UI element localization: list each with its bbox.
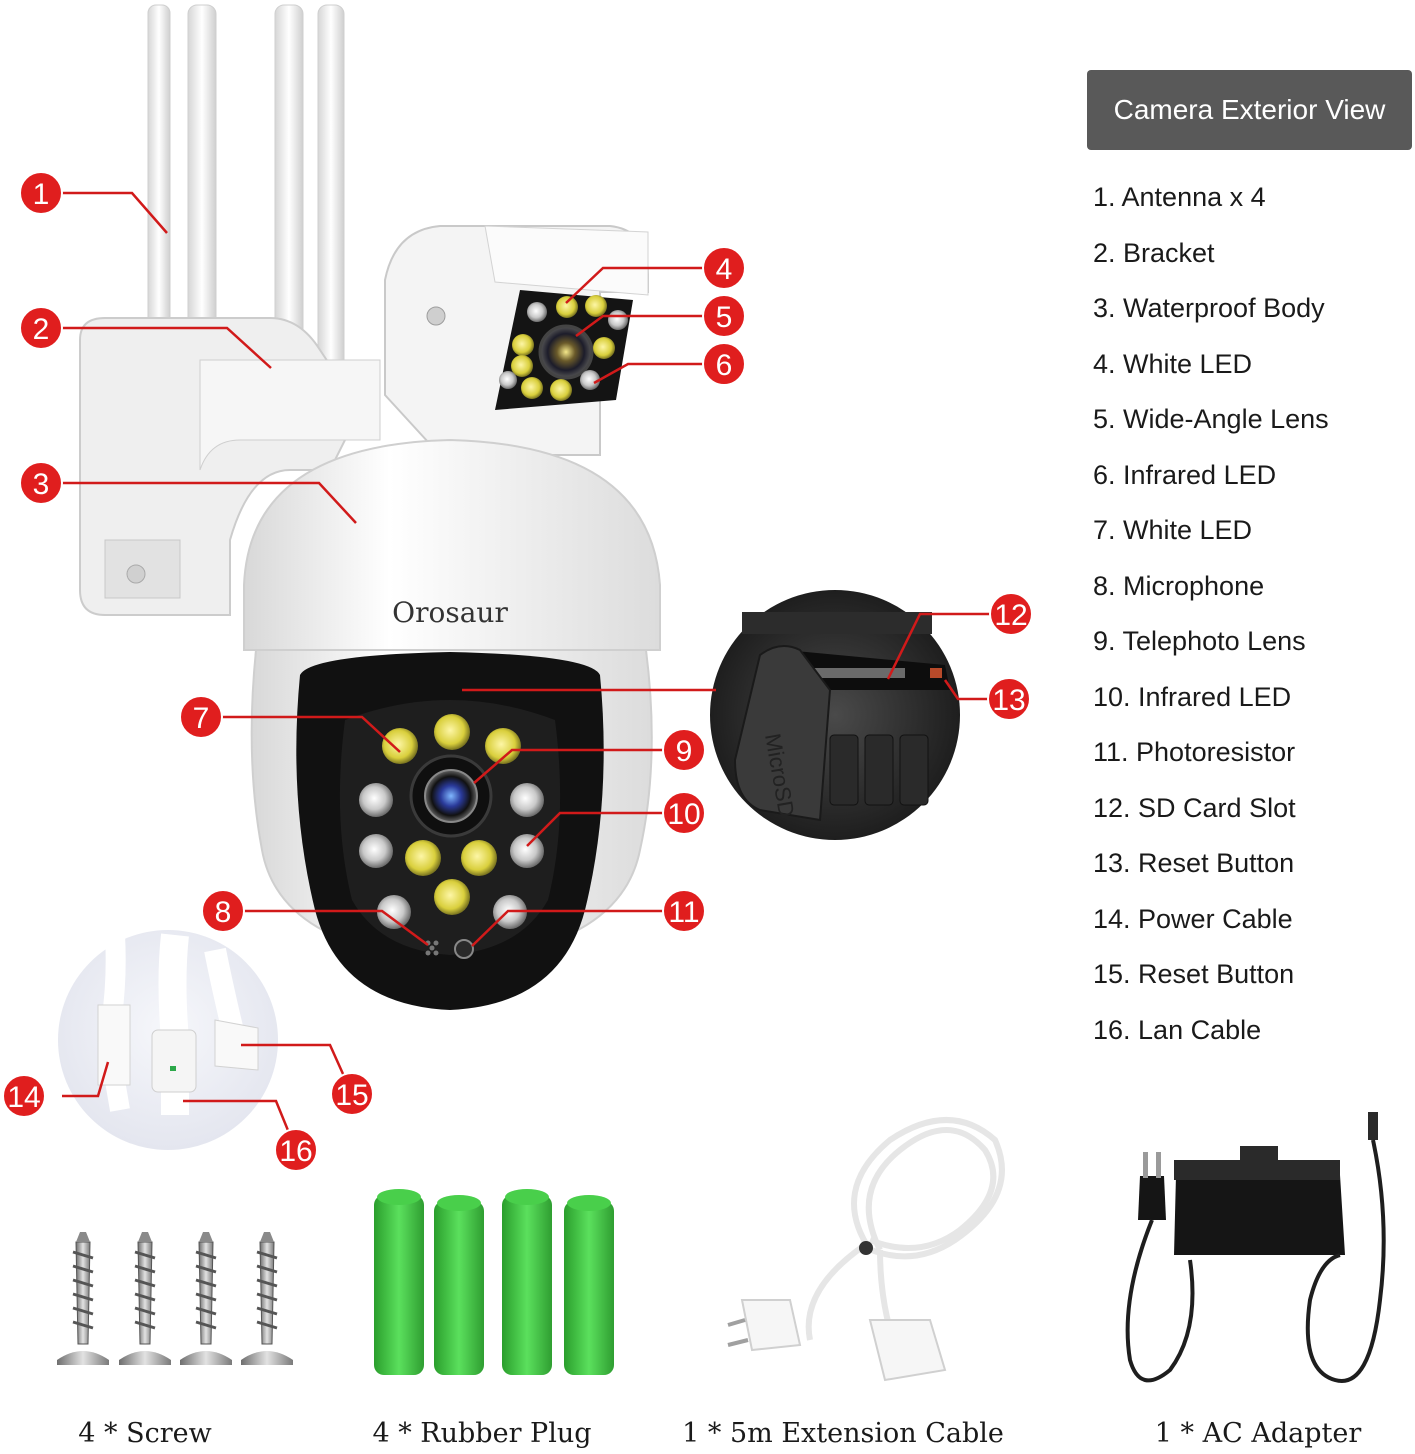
callout-6: 6: [702, 342, 746, 386]
rubber-plug-icon: [374, 1189, 424, 1375]
list-item: 12. SD Card Slot: [1093, 792, 1296, 823]
callout-15: 15: [330, 1072, 374, 1116]
screws: [57, 1232, 293, 1365]
callout-11: 11: [662, 889, 706, 933]
list-item: 15. Reset Button: [1093, 959, 1295, 989]
wide-angle-lens-icon: [538, 324, 594, 380]
rubber-plug-icon: [564, 1195, 614, 1375]
list-item: 11. Photoresistor: [1093, 737, 1296, 767]
screw-icon: [119, 1232, 171, 1365]
svg-text:5: 5: [716, 301, 733, 334]
callout-10: 10: [662, 791, 706, 835]
callout-16: 16: [274, 1128, 318, 1172]
upper-camera-module: [384, 225, 649, 456]
list-item: 2. Bracket: [1093, 237, 1215, 268]
callout-14: 14: [2, 1074, 46, 1118]
callout-7: 7: [179, 695, 223, 739]
microphone-icon: [425, 940, 439, 956]
header-title: Camera Exterior View: [1087, 70, 1412, 150]
svg-text:3: 3: [33, 468, 50, 501]
dome-body: Orosaur: [243, 438, 661, 1010]
callout-13: 13: [987, 677, 1031, 721]
list-item: 4. White LED: [1093, 348, 1253, 379]
list-item: 1. Antenna x 4: [1093, 182, 1266, 212]
parts-list: 1. Antenna x 4 2. Bracket 3. Waterproof …: [1093, 180, 1329, 1068]
svg-text:13: 13: [992, 684, 1025, 717]
svg-text:1: 1: [33, 178, 50, 211]
accessory-label-screw: 4 * Screw: [78, 1418, 212, 1449]
screw-icon: [57, 1232, 109, 1365]
rubber-plug-icon: [434, 1195, 484, 1375]
accessory-label-extension-cable: 1 * 5m Extension Cable: [682, 1418, 1004, 1449]
callout-4: 4: [702, 246, 746, 290]
svg-text:2: 2: [33, 313, 50, 346]
sd-card-detail: MicroSD: [710, 590, 960, 840]
callout-5: 5: [702, 294, 746, 338]
svg-text:6: 6: [716, 349, 733, 382]
callout-2: 2: [19, 306, 63, 350]
list-item: 8. Microphone: [1093, 570, 1265, 601]
callout-8: 8: [201, 889, 245, 933]
svg-text:10: 10: [667, 798, 700, 831]
svg-text:15: 15: [335, 1079, 368, 1112]
screw-icon: [180, 1232, 232, 1365]
svg-text:14: 14: [7, 1081, 40, 1114]
svg-text:4: 4: [716, 253, 733, 286]
list-item: 6. Infrared LED: [1093, 459, 1277, 490]
callout-3: 3: [19, 461, 63, 505]
list-item: 5. Wide-Angle Lens: [1093, 404, 1329, 434]
svg-text:9: 9: [676, 735, 693, 768]
screw-icon: [241, 1232, 293, 1365]
brand-name: Orosaur: [392, 596, 508, 629]
photoresistor-icon: [454, 939, 474, 959]
svg-text:8: 8: [215, 896, 232, 929]
callout-badges: 1 2 3 4 5 6 7 8: [2, 171, 1033, 1172]
accessory-label-rubber-plug: 4 * Rubber Plug: [372, 1418, 592, 1449]
rubber-plug-icon: [502, 1189, 552, 1375]
cable-detail: [58, 930, 278, 1150]
svg-text:16: 16: [279, 1135, 312, 1168]
accessory-label-ac-adapter: 1 * AC Adapter: [1154, 1418, 1362, 1449]
svg-text:12: 12: [994, 599, 1027, 632]
callout-12: 12: [989, 592, 1033, 636]
callout-1: 1: [19, 171, 63, 215]
svg-text:7: 7: [193, 702, 210, 735]
leader-lines: [62, 191, 990, 1151]
telephoto-lens-icon: [424, 769, 478, 823]
ac-adapter-icon: [1125, 1112, 1386, 1383]
list-item: 10. Infrared LED: [1093, 681, 1292, 712]
list-item: 7. White LED: [1093, 515, 1253, 545]
list-item: 14. Power Cable: [1093, 903, 1293, 934]
lower-led-array: [359, 714, 544, 929]
list-item: 13. Reset Button: [1093, 848, 1295, 878]
list-item: 3. Waterproof Body: [1093, 293, 1325, 323]
wall-bracket: [79, 317, 381, 616]
list-item: 16. Lan Cable: [1093, 1014, 1262, 1045]
list-item: 9. Telephoto Lens: [1093, 626, 1306, 656]
extension-cable-icon: [727, 1117, 1005, 1382]
rubber-plugs: [374, 1189, 614, 1375]
svg-text:11: 11: [668, 896, 699, 929]
callout-9: 9: [662, 728, 706, 772]
